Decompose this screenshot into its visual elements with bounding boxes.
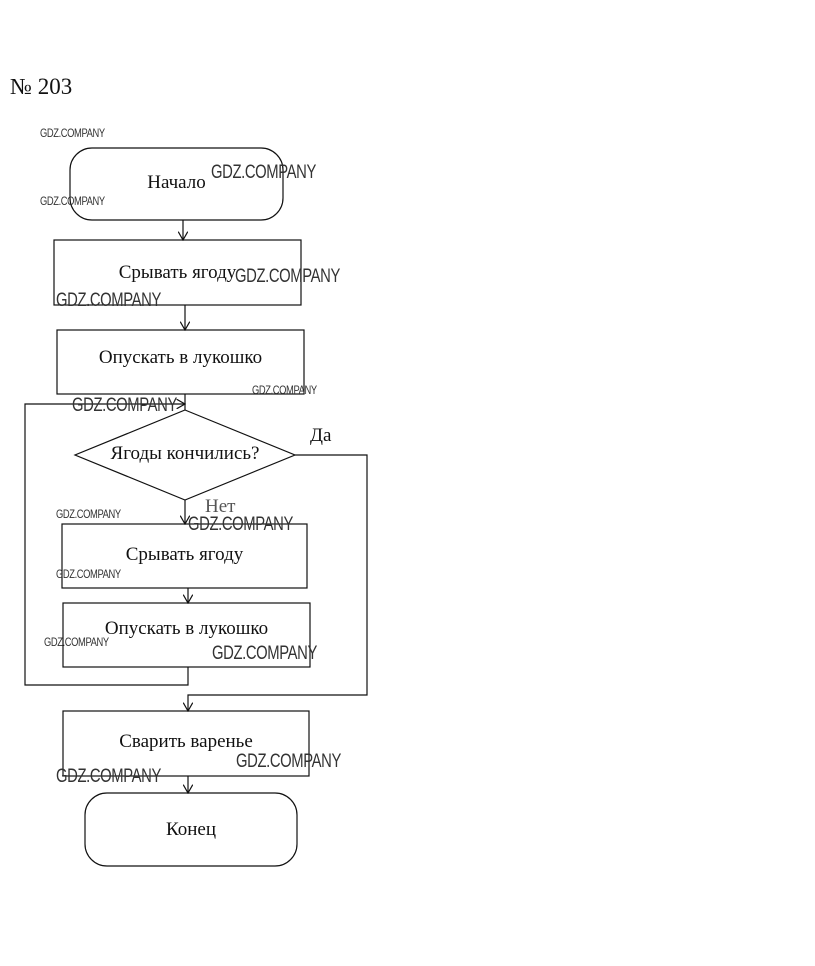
watermark: GDZ.COMPANY (188, 514, 293, 535)
step1-box (53, 239, 302, 306)
watermark: GDZ.COMPANY (236, 751, 341, 772)
start-terminal (69, 147, 284, 221)
no-label: Нет (205, 496, 236, 517)
start-label: Начало (147, 172, 206, 193)
end-label: Конец (166, 819, 216, 840)
yes-label: Да (310, 425, 332, 446)
step1-label: Срывать ягоду (118, 262, 237, 283)
loop-step2-label: Опускать в лукошко (104, 618, 269, 639)
watermark: GDZ.COMPANY (56, 766, 161, 787)
step2-label: Опускать в лукошко (98, 347, 263, 368)
exercise-number: № 203 (10, 74, 73, 99)
decision-label: Ягоды кончились? (110, 443, 260, 464)
watermark: GDZ.COMPANY (252, 383, 317, 397)
loop-step1-label: Срывать ягоду (125, 544, 244, 565)
watermark: GDZ.COMPANY (72, 395, 177, 416)
watermark: GDZ.COMPANY (56, 290, 161, 311)
watermark: GDZ.COMPANY (40, 126, 105, 140)
watermark: GDZ.COMPANY (56, 567, 121, 581)
watermark: GDZ.COMPANY (212, 643, 317, 664)
watermark: GDZ.COMPANY (44, 635, 109, 649)
final-step-label: Сварить варенье (119, 731, 253, 752)
watermark: GDZ.COMPANY (211, 162, 316, 183)
watermark: GDZ.COMPANY (235, 266, 340, 287)
watermark: GDZ.COMPANY (56, 507, 121, 521)
watermark: GDZ.COMPANY (40, 194, 105, 208)
